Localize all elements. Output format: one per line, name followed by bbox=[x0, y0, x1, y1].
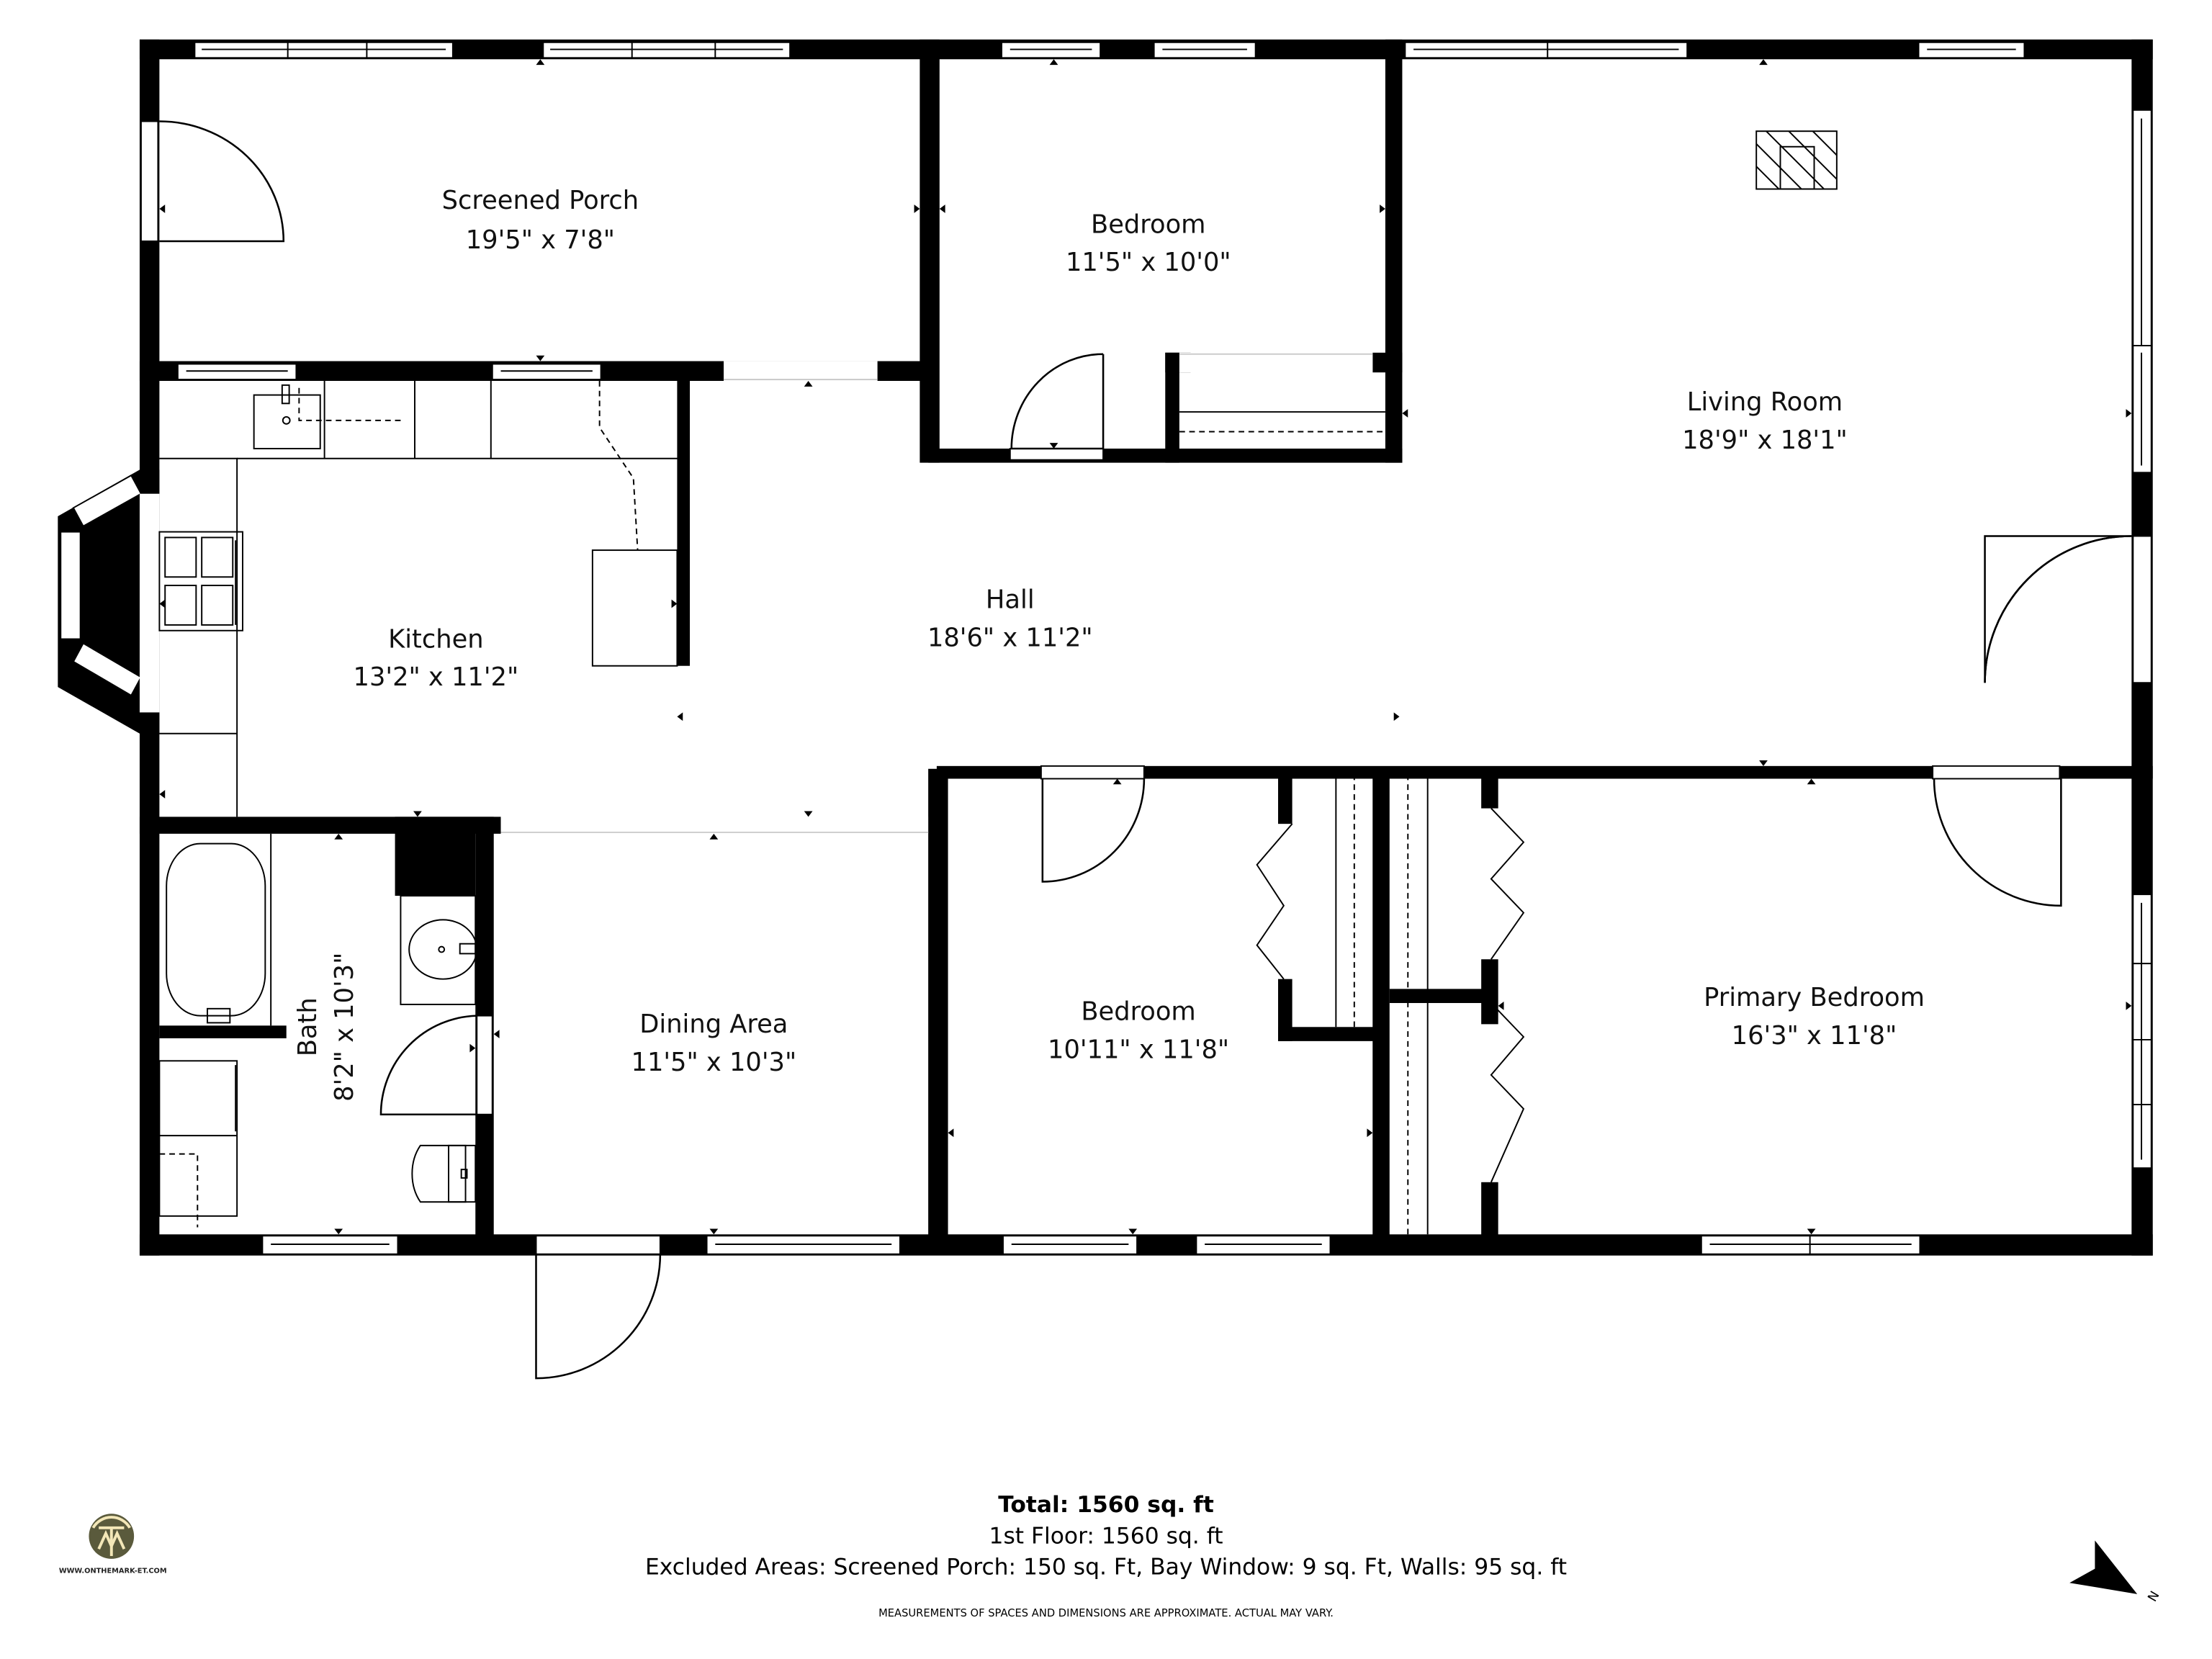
washer-dryer-icon bbox=[158, 1060, 238, 1228]
room-dimensions: 13'2" x 11'2" bbox=[354, 662, 519, 692]
north-arrow-icon: N bbox=[2069, 1540, 2163, 1604]
room-label-primary-bedroom: Primary Bedroom 16'3" x 11'8" bbox=[1704, 983, 1925, 1051]
room-label-hall: Hall 18'6" x 11'2" bbox=[927, 585, 1093, 652]
toilet-icon bbox=[411, 1144, 477, 1203]
room-label-living-room: Living Room 18'9" x 18'1" bbox=[1682, 387, 1848, 455]
fireplace-icon bbox=[1755, 130, 1838, 190]
room-dimensions: 19'5" x 7'8" bbox=[466, 225, 615, 255]
room-name: Bedroom bbox=[1081, 997, 1195, 1026]
room-label-kitchen: Kitchen 13'2" x 11'2" bbox=[354, 624, 519, 692]
door-swings bbox=[159, 120, 2132, 1380]
room-name: Kitchen bbox=[388, 624, 483, 654]
room-dimensions: 8'2" x 10'3" bbox=[330, 953, 359, 1102]
bath-sink-icon bbox=[400, 895, 478, 1005]
refrigerator-icon bbox=[591, 549, 678, 667]
company-logo: WWW.ONTHEMARK-ET.COM bbox=[59, 1514, 167, 1575]
area-summary: Total: 1560 sq. ft 1st Floor: 1560 sq. f… bbox=[645, 1492, 1567, 1619]
room-label-dining-area: Dining Area 11'5" x 10'3" bbox=[631, 1010, 797, 1077]
room-dimensions: 11'5" x 10'3" bbox=[631, 1048, 797, 1077]
floor-area: 1st Floor: 1560 sq. ft bbox=[989, 1523, 1223, 1549]
room-name: Living Room bbox=[1687, 387, 1843, 417]
kitchen-sink-icon bbox=[253, 384, 403, 449]
room-label-bedroom-top: Bedroom 11'5" x 10'0" bbox=[1066, 210, 1231, 277]
kitchen-fixtures bbox=[158, 380, 685, 817]
disclaimer: MEASUREMENTS OF SPACES AND DIMENSIONS AR… bbox=[878, 1607, 1334, 1619]
bay-window bbox=[58, 469, 160, 734]
dimension-markers bbox=[159, 59, 2132, 1235]
room-dimensions: 10'11" x 11'8" bbox=[1048, 1035, 1229, 1064]
compass-label: N bbox=[2146, 1589, 2163, 1604]
room-label-bath: Bath 8'2" x 10'3" bbox=[293, 953, 359, 1102]
room-name: Primary Bedroom bbox=[1704, 983, 1925, 1012]
room-name: Hall bbox=[986, 585, 1035, 614]
room-name: Bedroom bbox=[1091, 210, 1205, 239]
closets bbox=[1179, 411, 1525, 1235]
bathtub-icon bbox=[166, 842, 266, 1024]
logo-url: WWW.ONTHEMARK-ET.COM bbox=[59, 1567, 167, 1575]
room-name: Screened Porch bbox=[442, 186, 639, 215]
bath-fixtures bbox=[158, 833, 478, 1228]
total-area: Total: 1560 sq. ft bbox=[998, 1492, 1214, 1518]
windows bbox=[140, 41, 2152, 1255]
stove-icon bbox=[158, 531, 243, 631]
room-dimensions: 16'3" x 11'8" bbox=[1732, 1021, 1897, 1051]
room-label-screened-porch: Screened Porch 19'5" x 7'8" bbox=[442, 186, 639, 255]
room-name: Bath bbox=[293, 997, 323, 1056]
excluded-areas: Excluded Areas: Screened Porch: 150 sq. … bbox=[645, 1554, 1567, 1580]
room-dimensions: 18'9" x 18'1" bbox=[1682, 426, 1848, 455]
room-dimensions: 18'6" x 11'2" bbox=[927, 623, 1093, 652]
room-name: Dining Area bbox=[639, 1010, 788, 1039]
room-label-bedroom-bottom: Bedroom 10'11" x 11'8" bbox=[1048, 997, 1229, 1064]
room-dimensions: 11'5" x 10'0" bbox=[1066, 248, 1231, 277]
